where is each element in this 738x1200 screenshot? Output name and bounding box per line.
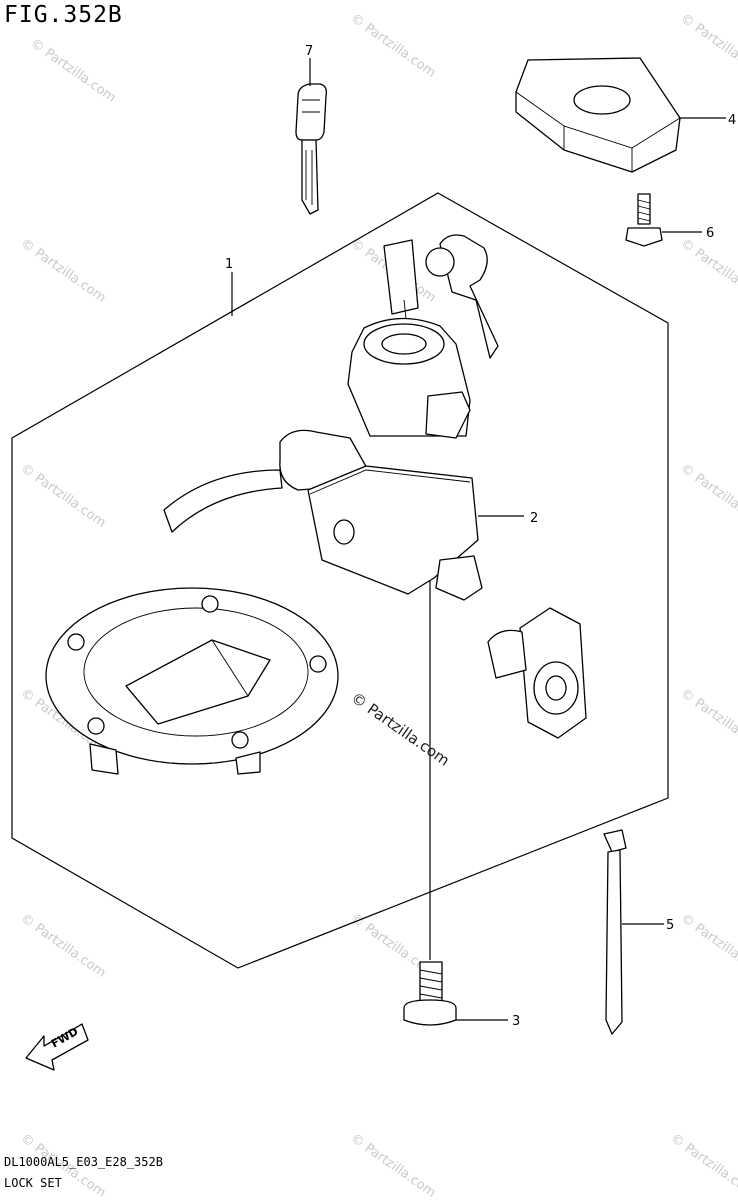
watermark: © Partzilla.com <box>678 236 738 306</box>
watermark: © Partzilla.com <box>18 911 109 981</box>
key-part-7 <box>295 58 328 215</box>
figure-title: FIG.352B <box>4 2 123 28</box>
watermark: © Partzilla.com <box>28 36 119 106</box>
watermark-center: © Partzilla.com <box>348 689 453 770</box>
ignition-switch-part-2 <box>163 234 524 960</box>
callout-2: 2 <box>530 511 538 526</box>
callout-5: 5 <box>666 918 674 933</box>
callout-4: 4 <box>728 113 736 128</box>
watermark: © Partzilla.com <box>18 461 109 531</box>
watermark: © Partzilla.com <box>678 11 738 81</box>
figure-name: LOCK SET <box>4 1176 62 1190</box>
lock-cylinder <box>487 607 587 739</box>
watermark: © Partzilla.com <box>678 911 738 981</box>
watermark: © Partzilla.com <box>348 11 439 81</box>
cable-tie-part-5 <box>603 829 664 1035</box>
fuel-cap-ring <box>45 587 339 775</box>
callout-3: 3 <box>512 1014 520 1029</box>
bolt-part-6 <box>625 193 702 247</box>
watermark: © Partzilla.com <box>18 236 109 306</box>
screw-part-3 <box>403 961 508 1026</box>
callout-7: 7 <box>305 44 313 59</box>
watermark: © Partzilla.com <box>348 1131 439 1200</box>
figure-code: DL1000AL5_E03_E28_352B <box>4 1155 163 1169</box>
callout-1: 1 <box>225 257 233 272</box>
callout-6: 6 <box>706 226 714 241</box>
watermark: © Partzilla.com <box>678 686 738 756</box>
cover-cap-part-4 <box>515 57 726 173</box>
forward-direction-arrow: FWD <box>25 1023 89 1071</box>
assembly-frame <box>11 192 669 969</box>
watermark: © Partzilla.com <box>668 1131 738 1200</box>
watermark: © Partzilla.com <box>678 461 738 531</box>
